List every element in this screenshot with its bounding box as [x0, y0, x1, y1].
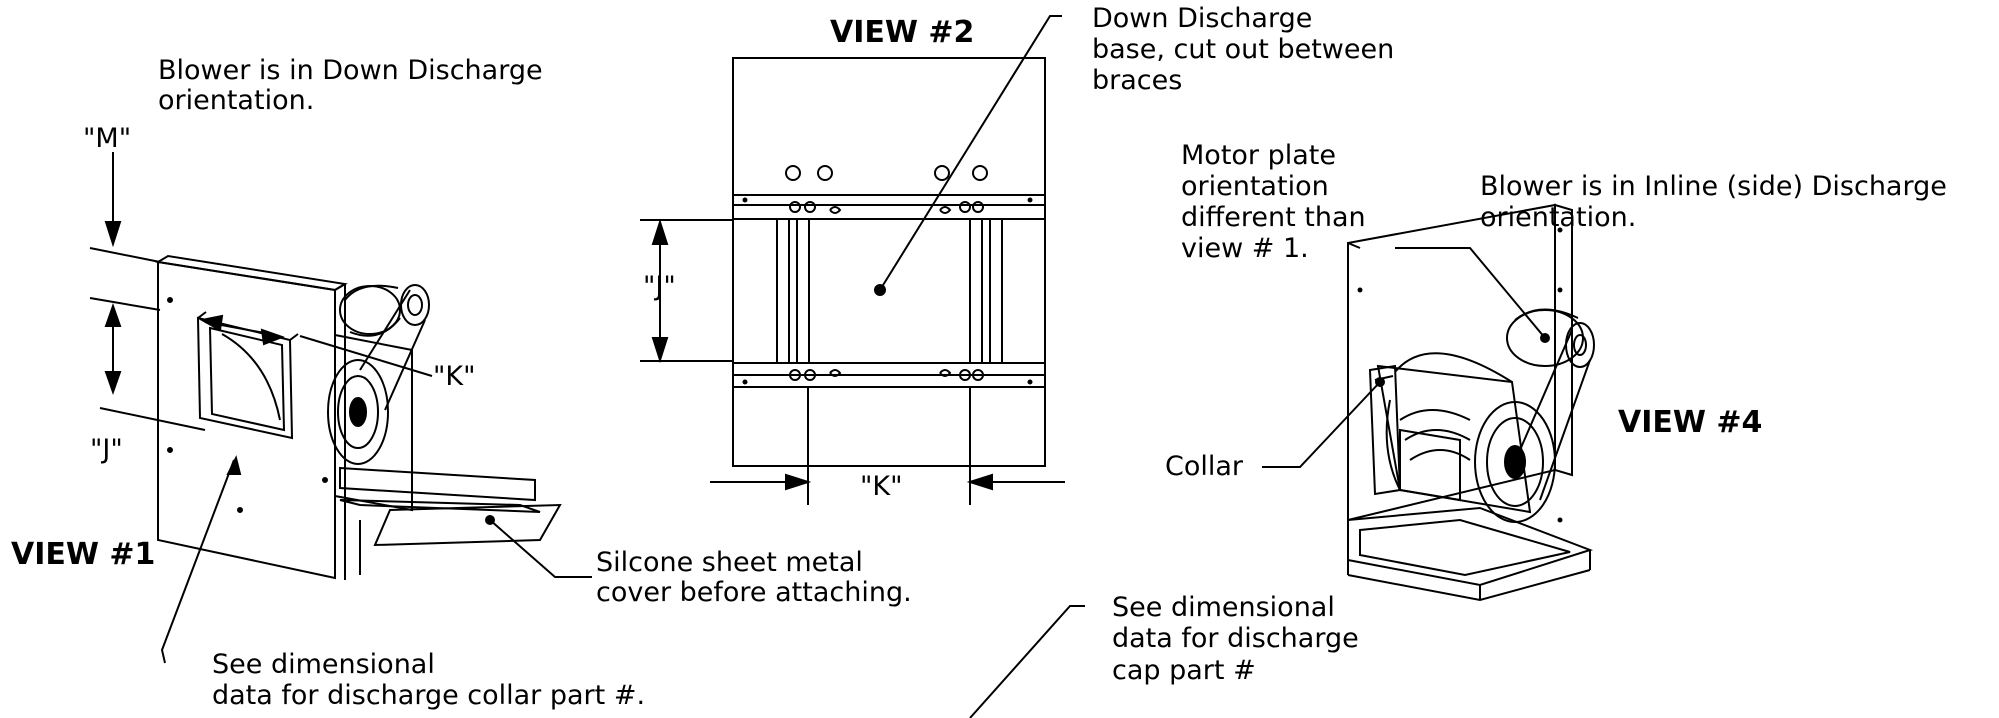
- view3-callout-line1: See dimensional: [1112, 592, 1335, 623]
- view1-dim-j-label: "J": [90, 434, 123, 465]
- view1-collar-callout-line2: data for discharge collar part #.: [212, 680, 646, 711]
- view1-blower-drawing: [89, 152, 592, 664]
- view2-callout-line1: Down Discharge: [1092, 3, 1313, 34]
- view1-title: VIEW #1: [11, 537, 156, 572]
- view4-motor-note-line2: orientation: [1181, 171, 1329, 202]
- view3-callout-line2: data for discharge: [1112, 623, 1359, 654]
- view4-collar-label: Collar: [1165, 451, 1244, 482]
- view2-base-drawing: [640, 15, 1065, 505]
- view2-dim-k-label: "K": [860, 471, 903, 502]
- view4-motor-note-line4: view # 1.: [1181, 233, 1309, 264]
- view2-callout-line3: braces: [1092, 65, 1183, 96]
- view2-callout-line2: base, cut out between: [1092, 34, 1395, 65]
- view3-callout-line3: cap part #: [1112, 655, 1256, 686]
- view4-blower-drawing: [1262, 203, 1595, 602]
- view1-note-line1: Blower is in Down Discharge: [158, 55, 543, 86]
- view4-motor-note-line1: Motor plate: [1181, 140, 1336, 171]
- view3-callout-leader: [969, 605, 1085, 718]
- view1-dim-m-label: "M": [83, 123, 132, 154]
- view1-note-line2: orientation.: [158, 85, 315, 116]
- view4-note-line2: orientation.: [1480, 202, 1637, 233]
- view1-cover-callout-line2: cover before attaching.: [596, 577, 912, 608]
- view1-cover-callout-line1: Silcone sheet metal: [596, 547, 863, 578]
- view1-dim-k-label: "K": [433, 361, 476, 392]
- view1-collar-callout-line1: See dimensional: [212, 649, 435, 680]
- view4-note-line1: Blower is in Inline (side) Discharge: [1480, 171, 1947, 202]
- view4-title: VIEW #4: [1618, 405, 1763, 440]
- view2-title: VIEW #2: [830, 15, 975, 50]
- view2-dim-j-label: "J": [643, 271, 676, 302]
- view4-motor-note-line3: different than: [1181, 202, 1366, 233]
